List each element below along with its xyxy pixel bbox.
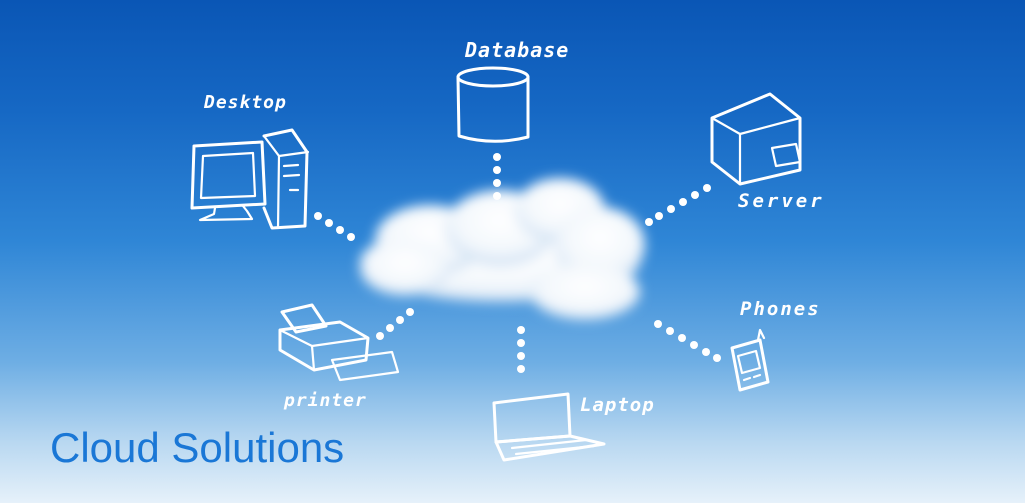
phone-icon [730,328,770,392]
connector-server [645,184,711,226]
desktop-computer-icon [190,128,310,230]
printer-icon [278,303,400,382]
server-label: Server [738,190,825,212]
desktop-label: Desktop [204,92,287,113]
connector-database [493,153,501,200]
printer-label: printer [284,390,367,411]
cloud-icon [360,178,645,320]
connector-phones [654,320,721,362]
connector-desktop [314,212,355,241]
connector-laptop [517,326,525,373]
laptop-icon [492,392,606,462]
server-icon [710,92,802,186]
connector-printer [376,308,414,340]
page-title: Cloud Solutions [50,424,345,471]
laptop-label: Laptop [580,394,655,416]
phones-label: Phones [740,298,821,320]
database-icon [456,66,530,143]
database-label: Database [465,38,570,62]
